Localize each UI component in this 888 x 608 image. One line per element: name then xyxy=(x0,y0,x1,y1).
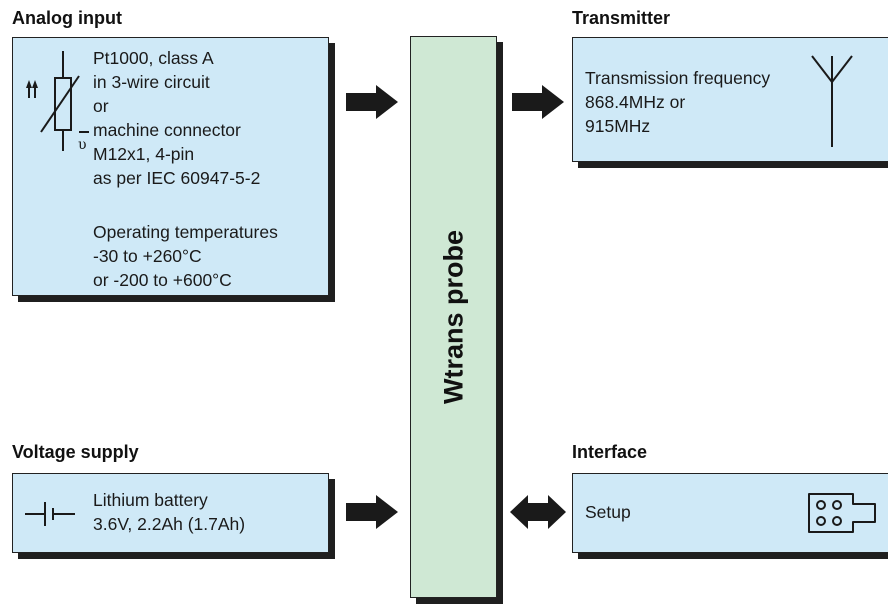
arrow-analog-to-probe-icon xyxy=(346,85,398,119)
analog-line-4: machine connector xyxy=(93,120,241,140)
transmitter-line-3: 915MHz xyxy=(585,116,651,136)
analog-line-8: Operating temperatures xyxy=(93,222,278,242)
transmitter-heading: Transmitter xyxy=(572,8,671,28)
analog-line-2: in 3-wire circuit xyxy=(93,72,210,92)
interface-box: Setup xyxy=(572,473,888,553)
arrow-probe-to-transmitter-icon xyxy=(512,85,564,119)
probe-label: Wtrans probe xyxy=(438,229,468,405)
transmitter-line-1: Transmission frequency xyxy=(585,68,771,88)
analog-line-5: M12x1, 4-pin xyxy=(93,144,195,164)
analog-line-1: Pt1000, class A xyxy=(93,48,214,68)
analog-line-9: -30 to +260°C xyxy=(93,246,202,266)
voltage-line-2: 3.6V, 2.2Ah (1.7Ah) xyxy=(93,514,246,534)
analog-line-6: as per IEC 60947-5-2 xyxy=(93,168,261,188)
battery-symbol-icon xyxy=(25,502,75,526)
arrow-voltage-to-probe-icon xyxy=(346,495,398,529)
analog-line-10: or -200 to +600°C xyxy=(93,270,232,290)
transmitter-line-2: 868.4MHz or xyxy=(585,92,686,112)
svg-text:υ: υ xyxy=(78,137,87,153)
transmitter-box: Transmission frequency 868.4MHz or 915MH… xyxy=(572,37,888,162)
analog-input-heading: Analog input xyxy=(12,8,122,28)
thermistor-symbol-icon: υ xyxy=(26,51,89,153)
antenna-icon xyxy=(811,55,853,147)
analog-line-3: or xyxy=(93,96,109,116)
interface-line-1: Setup xyxy=(585,502,631,522)
voltage-line-1: Lithium battery xyxy=(93,490,208,510)
voltage-supply-heading: Voltage supply xyxy=(12,442,139,462)
analog-input-box: υ Pt1000, class A in 3-wire circuit or m… xyxy=(12,37,329,296)
connector-plug-icon xyxy=(808,493,876,533)
voltage-supply-box: Lithium battery 3.6V, 2.2Ah (1.7Ah) xyxy=(12,473,329,553)
wtrans-probe-block: Wtrans probe xyxy=(410,36,497,598)
arrow-probe-interface-bidirectional-icon xyxy=(510,495,566,529)
interface-heading: Interface xyxy=(572,442,648,462)
